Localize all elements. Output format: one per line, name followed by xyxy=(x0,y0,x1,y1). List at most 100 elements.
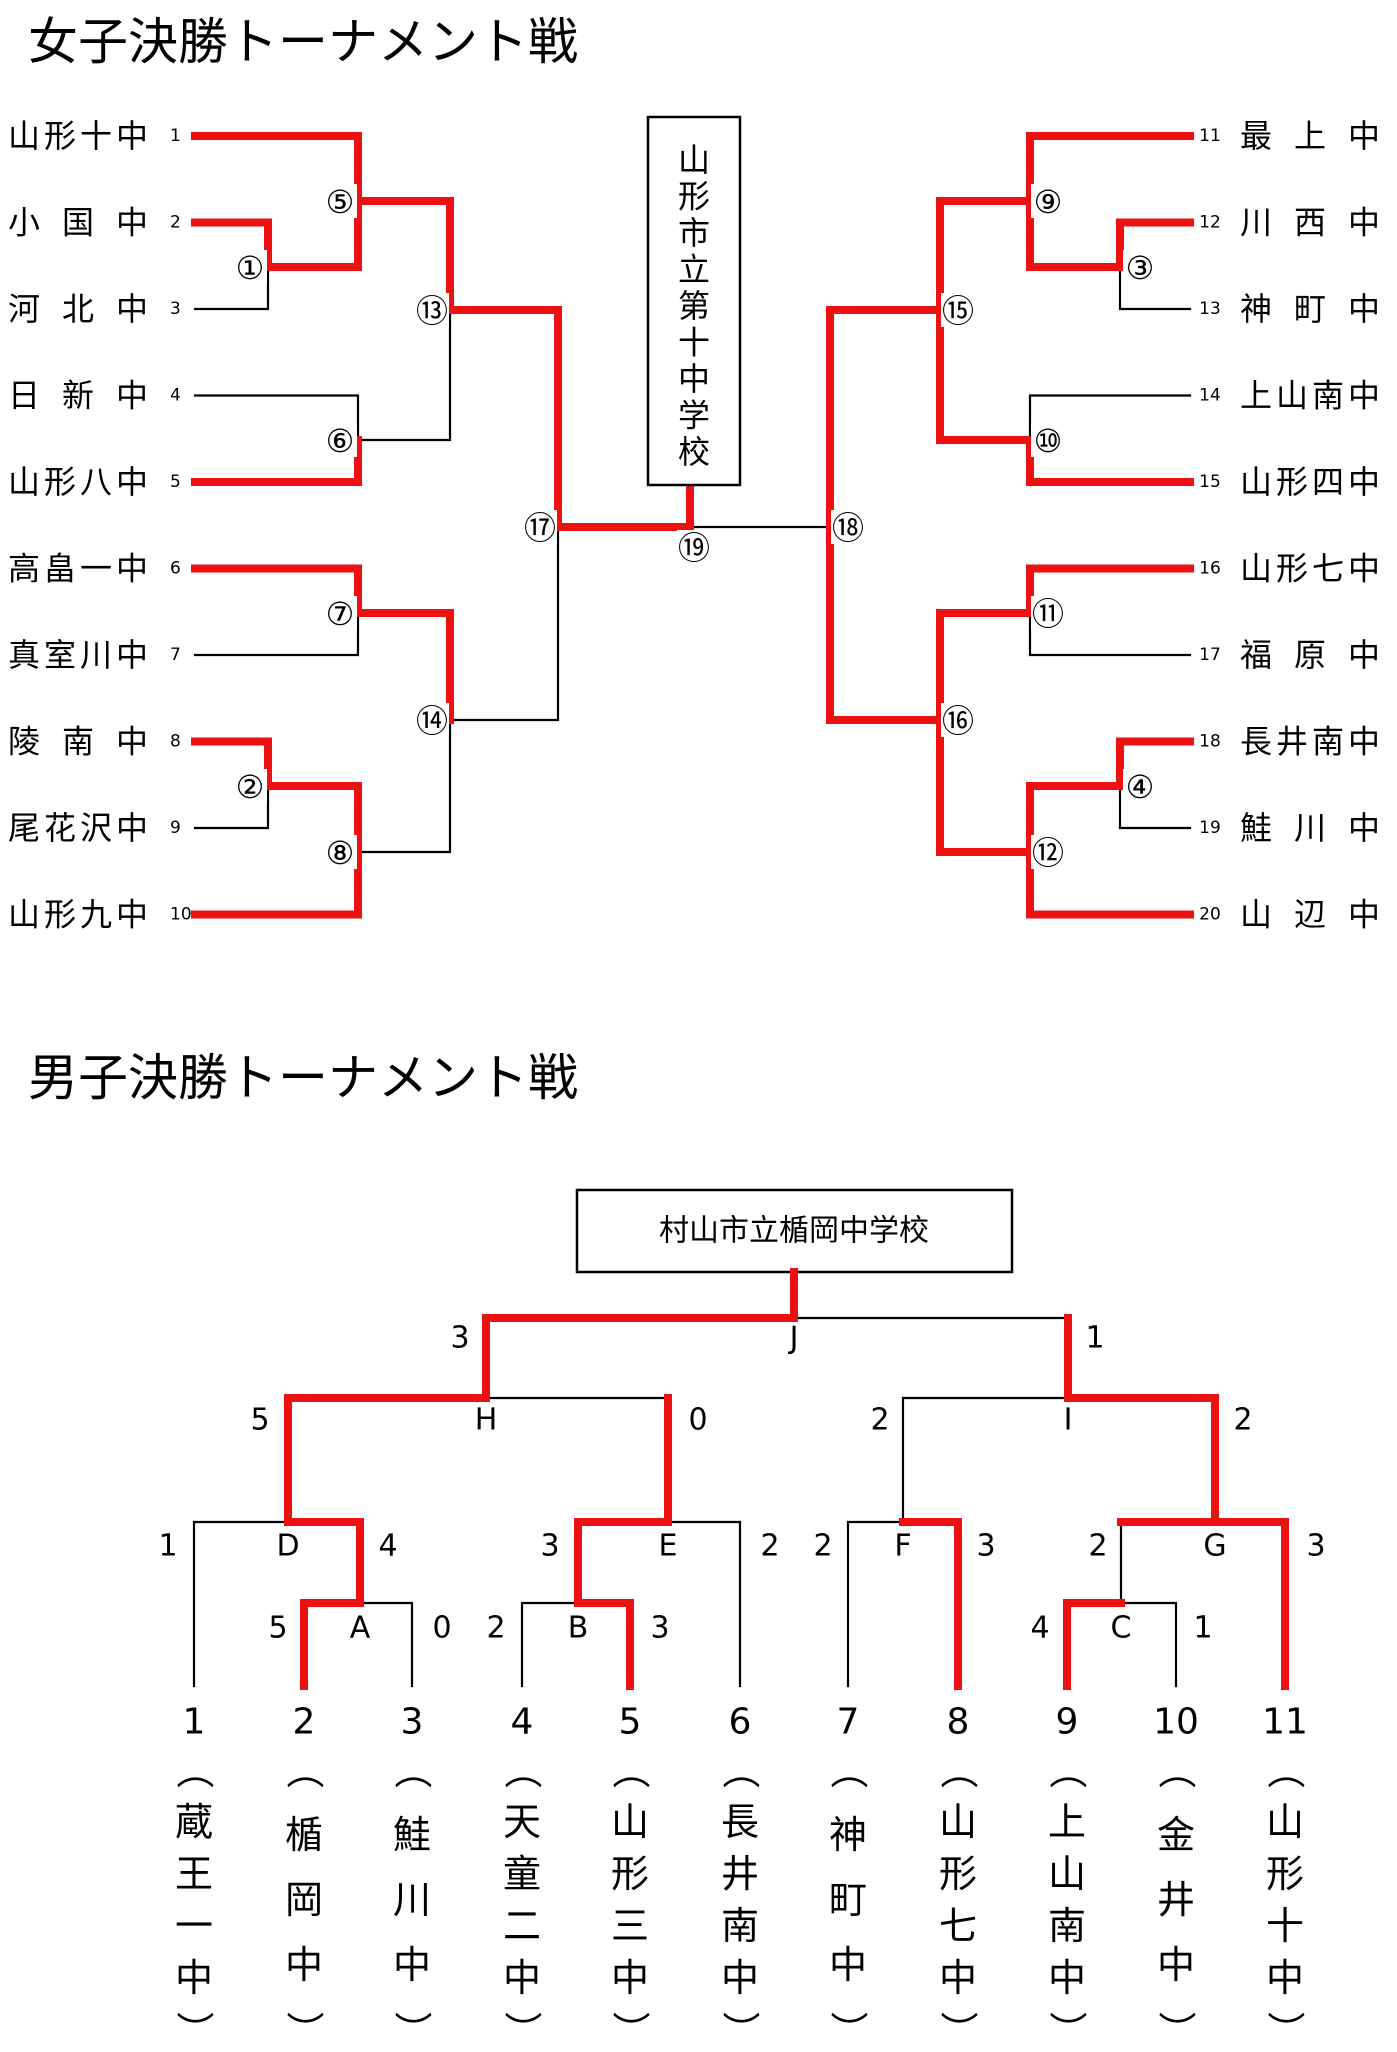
girls-match-number: ① xyxy=(236,249,265,287)
girls-match-number: ⑧ xyxy=(326,834,355,872)
boys-team-name-char: 蔵 xyxy=(175,1800,213,1844)
boys-team-name-char: 長 xyxy=(721,1800,759,1844)
boys-team-name-char: 南 xyxy=(1048,1904,1086,1948)
boys-team-name-char: ） xyxy=(172,2011,216,2048)
girls-match-number: ⑨ xyxy=(1034,183,1063,221)
girls-match-label-bg xyxy=(1031,835,1065,869)
girls-winner-line xyxy=(1026,132,1194,205)
girls-match-label-bg xyxy=(415,703,449,737)
boys-match-score: 2 xyxy=(1233,1403,1252,1438)
boys-match-score: 2 xyxy=(813,1529,832,1564)
girls-champion-char: 校 xyxy=(678,433,710,471)
girls-bracket-line xyxy=(356,718,452,854)
girls-winner-line xyxy=(936,197,1034,314)
girls-winner-line xyxy=(1026,197,1124,271)
girls-seed-number: 16 xyxy=(1199,559,1221,579)
boys-seed-number: 6 xyxy=(729,1702,752,1743)
girls-match-label-bg xyxy=(1123,769,1157,803)
boys-team-name-char: （ xyxy=(826,1751,870,1789)
girls-seed-number: 19 xyxy=(1199,818,1221,838)
boys-team-name-char: （ xyxy=(1154,1751,1198,1789)
boys-team-name-char: ） xyxy=(608,2011,652,2048)
girls-champion-char: 十 xyxy=(678,324,710,362)
girls-team-name: 山形八中 xyxy=(8,463,148,501)
girls-champion-char: 第 xyxy=(678,287,710,325)
girls-seed-number: 13 xyxy=(1199,299,1221,319)
boys-team-name-char: 中 xyxy=(503,1956,541,2000)
boys-seed-number: 10 xyxy=(1153,1702,1199,1743)
boys-match-score: 2 xyxy=(760,1529,779,1564)
boys-seed-number: 1 xyxy=(183,1702,206,1743)
boys-match-score: 3 xyxy=(450,1321,469,1356)
girls-match-label-bg xyxy=(323,184,357,218)
girls-seed-number: 10 xyxy=(170,905,192,925)
boys-match-score: 0 xyxy=(688,1403,707,1438)
boys-seed-number: 5 xyxy=(619,1702,642,1743)
boys-team-name-char: ） xyxy=(500,2011,544,2048)
boys-team-name-char: 中 xyxy=(611,1956,649,2000)
girls-champion-char: 市 xyxy=(678,214,710,252)
boys-team-name-char: 中 xyxy=(175,1956,213,2000)
girls-team-name: 山形九中 xyxy=(8,896,148,934)
boys-team-name-char: 三 xyxy=(611,1904,649,1948)
girls-seed-number: 15 xyxy=(1199,472,1221,492)
girls-team-name: 神 町 中 xyxy=(1240,290,1380,328)
boys-bracket-line xyxy=(792,1316,1070,1400)
boys-match-label: A xyxy=(350,1611,371,1646)
girls-team-name: 山形四中 xyxy=(1240,463,1380,501)
girls-bracket-line xyxy=(193,265,270,311)
boys-match-label: E xyxy=(659,1529,678,1564)
boys-team-name-char: （ xyxy=(1263,1751,1307,1789)
girls-winner-line xyxy=(264,782,362,856)
boys-match-score: 2 xyxy=(1088,1529,1107,1564)
boys-team-name-char: 中 xyxy=(1157,1943,1195,1987)
boys-team-name-char: 山 xyxy=(1266,1800,1304,1844)
girls-bracket-line xyxy=(1028,611,1192,657)
girls-team-name: 河 北 中 xyxy=(8,290,148,328)
girls-bracket-line xyxy=(1028,394,1192,442)
boys-match-score: 3 xyxy=(1306,1529,1325,1564)
girls-match-label-bg xyxy=(233,250,267,284)
girls-champion-char: 山 xyxy=(678,141,710,179)
girls-winner-line xyxy=(191,436,362,486)
boys-match-label: D xyxy=(276,1529,299,1564)
boys-team-name-char: （ xyxy=(282,1751,326,1789)
girls-seed-number: 1 xyxy=(170,126,181,146)
girls-seed-number: 11 xyxy=(1199,126,1221,146)
boys-team-name-char: 童 xyxy=(503,1852,541,1896)
boys-winner-line xyxy=(1063,1599,1125,1690)
boys-team-name-char: 中 xyxy=(1266,1956,1304,2000)
girls-winner-line xyxy=(826,523,944,724)
boys-team-name-char: 中 xyxy=(393,1943,431,1987)
girls-winner-line xyxy=(1026,564,1194,617)
girls-seed-number: 17 xyxy=(1199,645,1221,665)
girls-champion-char: 形 xyxy=(678,178,710,216)
boys-winner-line xyxy=(574,1518,672,1607)
girls-champion-char: 立 xyxy=(678,251,710,289)
girls-match-label-bg xyxy=(1031,423,1065,457)
girls-team-name: 山形十中 xyxy=(8,117,148,155)
boys-team-name-char: ） xyxy=(826,2011,870,2048)
boys-match-label: I xyxy=(1064,1403,1073,1438)
girls-match-label-bg xyxy=(233,769,267,803)
girls-winner-line xyxy=(354,609,454,724)
boys-match-score: 0 xyxy=(432,1611,451,1646)
boys-winner-line xyxy=(574,1599,634,1690)
boys-seed-number: 3 xyxy=(401,1702,424,1743)
girls-match-number: ④ xyxy=(1126,768,1155,806)
girls-seed-number: 4 xyxy=(170,386,181,406)
girls-match-number: ⑩ xyxy=(1034,422,1063,460)
girls-team-name: 小 国 中 xyxy=(8,204,148,242)
girls-team-name: 日 新 中 xyxy=(8,377,148,415)
boys-title: 男子決勝トーナメント戦 xyxy=(28,1049,578,1107)
girls-team-name: 鮭 川 中 xyxy=(1240,809,1380,847)
boys-team-name-char: 楯 xyxy=(285,1813,323,1857)
girls-match-number: ⑥ xyxy=(326,422,355,460)
boys-team-name-char: 形 xyxy=(1266,1852,1304,1896)
girls-bracket-line xyxy=(193,394,360,442)
girls-team-name: 長井南中 xyxy=(1240,723,1380,761)
girls-bracket-line xyxy=(1118,784,1192,830)
boys-team-name-char: 井 xyxy=(721,1852,759,1896)
boys-match-score: 1 xyxy=(158,1529,177,1564)
